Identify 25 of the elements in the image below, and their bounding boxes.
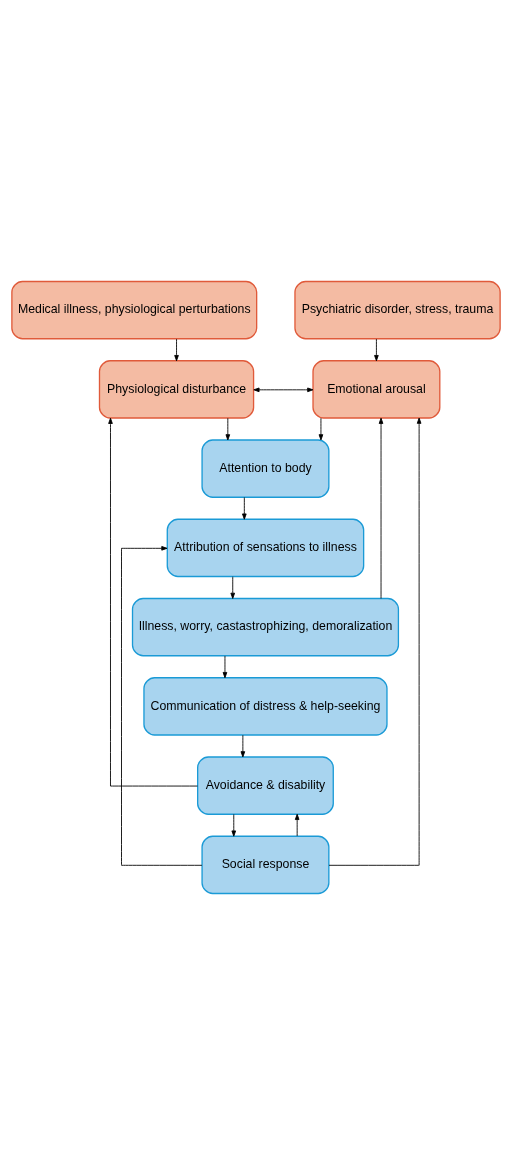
- arrow: [230, 575, 236, 599]
- node-box: Medical illness, physiological perturbations: [11, 280, 258, 339]
- arrow: [374, 338, 379, 361]
- arrow: [225, 417, 231, 440]
- node-box: Attention to body: [201, 438, 330, 498]
- arrow: [242, 496, 247, 520]
- node-box: Psychiatric disorder, stress, trauma: [294, 280, 501, 339]
- arrow: [240, 734, 246, 757]
- node-box: Social response: [201, 835, 330, 894]
- arrow: [378, 417, 384, 599]
- node-box: Physiological disturbance: [98, 359, 255, 419]
- arrow: [318, 417, 324, 440]
- arrow: [231, 813, 237, 837]
- arrow: [174, 338, 179, 361]
- arrow: [121, 545, 203, 866]
- node-box: Attribution of sensations to illness: [166, 518, 365, 577]
- arrow: [222, 655, 228, 678]
- arrow: [253, 387, 314, 392]
- arrow: [108, 417, 198, 786]
- arrow: [328, 417, 422, 866]
- node-box: Illness, worry, castastrophizing, demoralization: [131, 597, 400, 656]
- node-box: Emotional arousal: [312, 359, 441, 419]
- node-box: Avoidance & disability: [197, 755, 334, 815]
- node-box: Communication of distress & help-seeking: [143, 676, 388, 736]
- arrow: [294, 813, 300, 836]
